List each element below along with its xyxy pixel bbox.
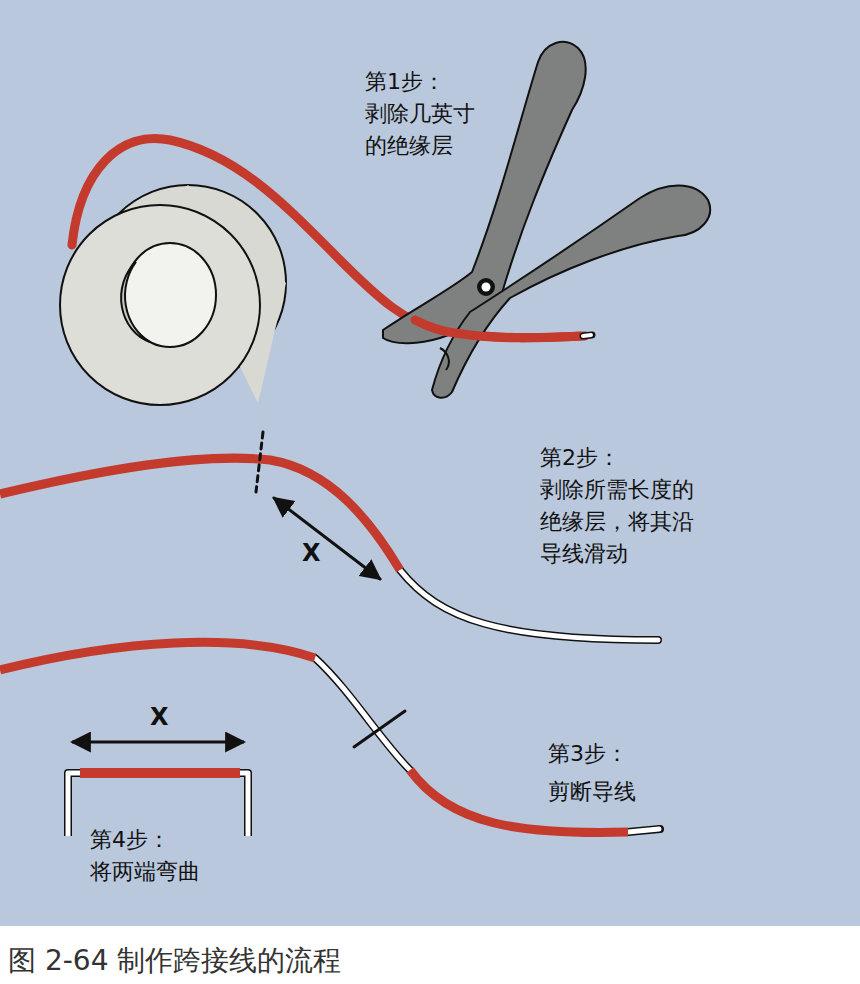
- wire-cut: [0, 642, 660, 832]
- step-heading: 第3步：: [548, 738, 628, 770]
- step-heading: 第4步：: [90, 824, 170, 856]
- bent-jumper: [68, 742, 248, 836]
- wire-spool: [60, 185, 286, 405]
- dimension-label: X: [150, 704, 169, 730]
- figure-caption: 图 2-64 制作跨接线的流程: [8, 944, 341, 978]
- dimension-label: X: [302, 540, 321, 566]
- step-note: 剥除所需长度的绝缘层，将其沿导线滑动: [540, 474, 698, 570]
- step-note: 剪断导线: [548, 776, 636, 808]
- scissors: [383, 42, 710, 398]
- stripped-wire: [0, 432, 658, 640]
- step-heading: 第1步：: [365, 66, 445, 98]
- step-heading: 第2步：: [540, 442, 620, 474]
- step-note: 将两端弯曲: [90, 856, 200, 888]
- cut-wire: [415, 320, 592, 338]
- step-note: 剥除几英寸的绝缘层: [365, 98, 479, 162]
